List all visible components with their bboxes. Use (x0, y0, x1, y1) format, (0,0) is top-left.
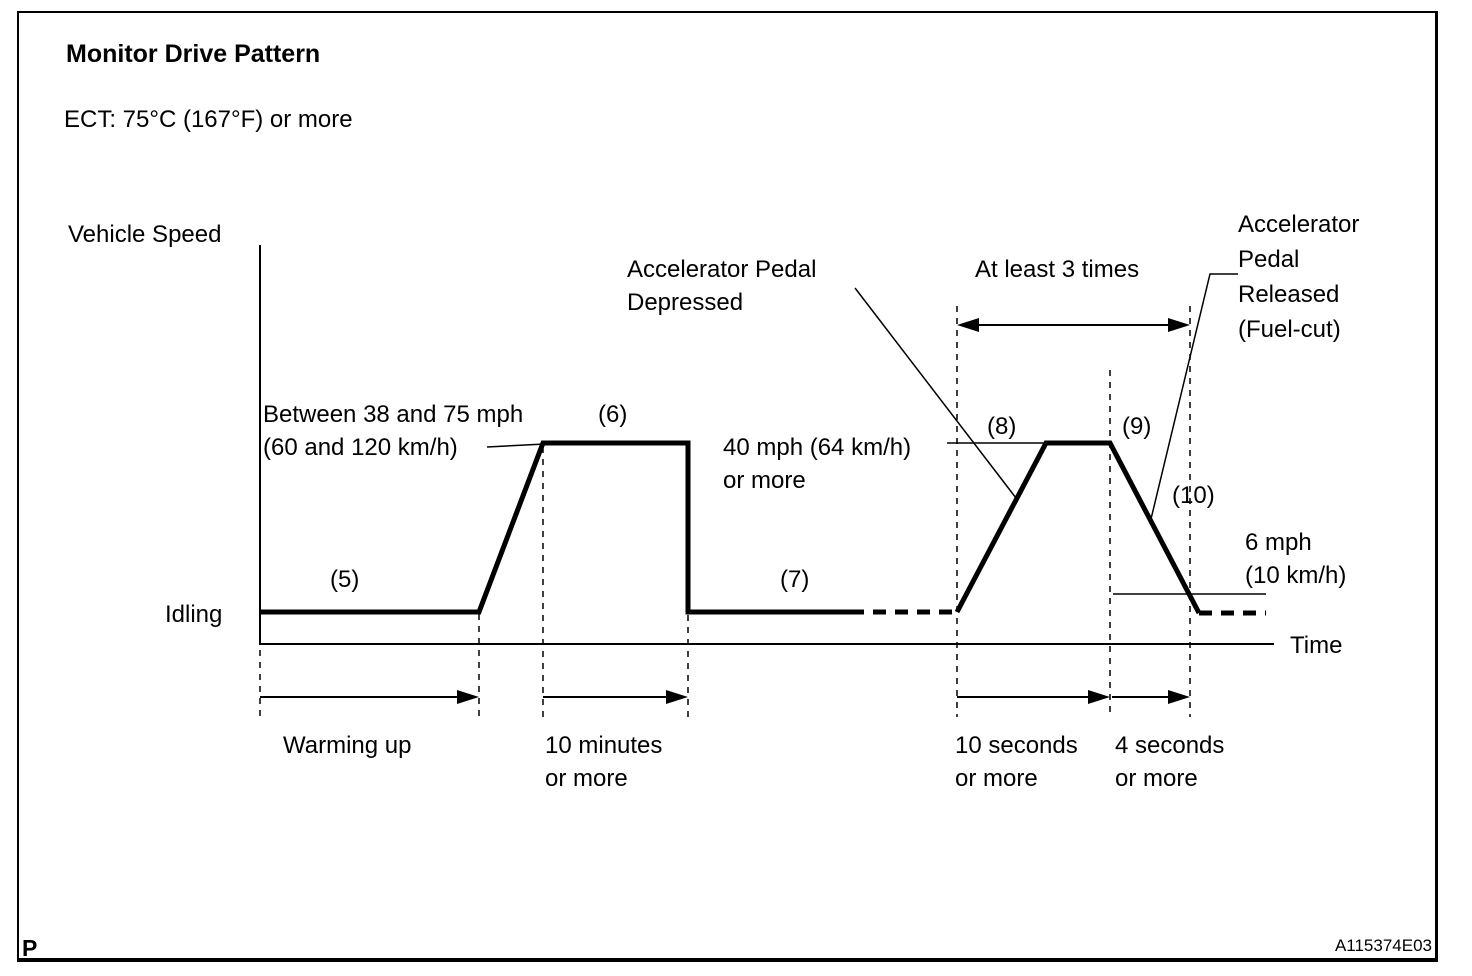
pedal-released-line4: (Fuel-cut) (1238, 316, 1341, 343)
step-5-label: (5) (330, 566, 360, 593)
step-6-label: (6) (598, 401, 628, 428)
low-speed-label: 6 mph (10 km/h) (1245, 526, 1346, 592)
pedal-released-callout-line (1150, 273, 1238, 520)
pedal-released-line2: Pedal (1238, 246, 1300, 273)
ect-condition: ECT: 75°C (167°F) or more (64, 106, 353, 133)
min-speed-line1: 40 mph (64 km/h) (723, 434, 912, 461)
ten-minutes-line1: 10 minutes (545, 732, 663, 759)
four-seconds-line1: 4 seconds (1115, 732, 1225, 759)
ten-minutes-line2: or more (545, 765, 628, 792)
speed-range-line1: Between 38 and 75 mph (263, 401, 524, 428)
ten-seconds-line1: 10 seconds (955, 732, 1078, 759)
warming-up-arrow (260, 690, 479, 704)
four-seconds-arrow (1112, 690, 1190, 704)
ten-seconds-label: 10 seconds or more (955, 729, 1078, 795)
min-speed-line2: or more (723, 467, 806, 494)
step-7-label: (7) (780, 566, 810, 593)
idling-label: Idling (165, 601, 223, 628)
step-8-label: (8) (987, 413, 1017, 440)
pedal-depressed-line1: Accelerator Pedal (627, 256, 817, 283)
ten-minutes-label: 10 minutes or more (545, 729, 662, 795)
ten-seconds-arrow (957, 690, 1110, 704)
four-seconds-line2: or more (1115, 765, 1198, 792)
four-seconds-label: 4 seconds or more (1115, 729, 1224, 795)
pedal-depressed-label: Accelerator Pedal Depressed (627, 253, 816, 319)
speed-range-line2: (60 and 120 km/h) (263, 434, 458, 461)
pedal-released-line1: Accelerator (1238, 211, 1360, 238)
diagram-border (17, 11, 1438, 962)
speed-range-label: Between 38 and 75 mph (60 and 120 km/h) (263, 398, 523, 464)
repeat-label: At least 3 times (975, 256, 1140, 283)
pedal-released-line3: Released (1238, 281, 1340, 308)
pedal-depressed-line2: Depressed (627, 289, 744, 316)
step-9-label: (9) (1122, 413, 1152, 440)
low-speed-line1: 6 mph (1245, 529, 1312, 556)
page-title: Monitor Drive Pattern (66, 40, 321, 68)
pedal-depressed-callout-line (854, 287, 1017, 499)
speed-range-callout-line (486, 443, 546, 448)
step-10-label: (10) (1172, 482, 1215, 509)
ten-seconds-line2: or more (955, 765, 1038, 792)
speed-trace-first-cycle (260, 440, 851, 615)
figure-code: A115374E03 (1334, 936, 1432, 955)
y-axis-label: Vehicle Speed (68, 221, 222, 248)
warming-up-label: Warming up (283, 732, 412, 759)
x-axis-label: Time (1290, 632, 1343, 659)
min-speed-label: 40 mph (64 km/h) or more (723, 431, 911, 497)
ten-minutes-arrow (543, 690, 688, 704)
speed-trace-second-cycle (954, 440, 1202, 615)
low-speed-line2: (10 km/h) (1245, 562, 1347, 589)
page-marker: P (22, 935, 38, 961)
at-least-3-times-arrow (957, 318, 1190, 332)
pedal-released-label: Accelerator Pedal Released (Fuel-cut) (1238, 207, 1359, 347)
